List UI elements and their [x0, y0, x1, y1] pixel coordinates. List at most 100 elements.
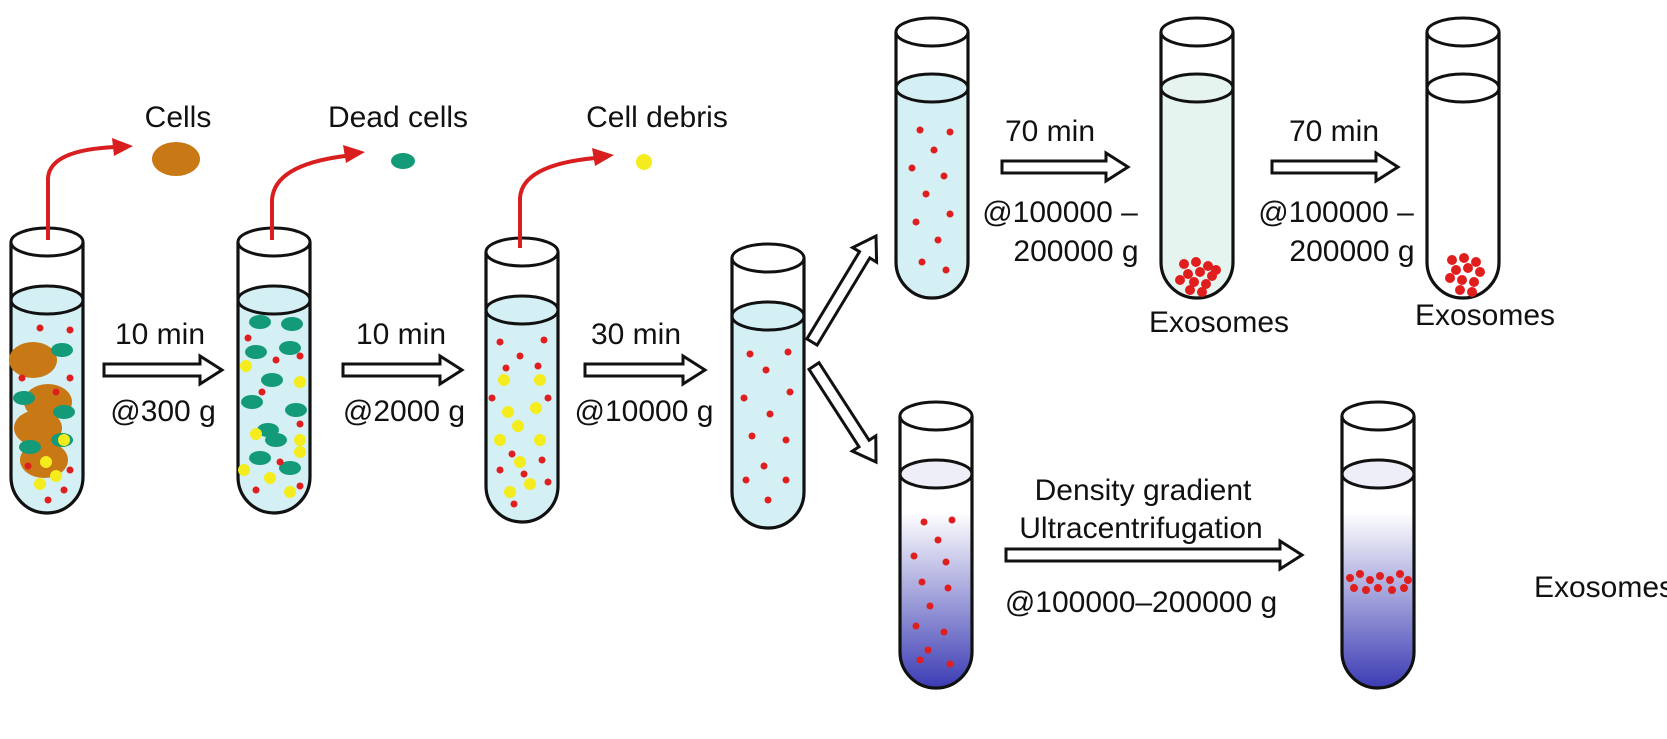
exosome-dot: [934, 536, 942, 544]
exosome-dot: [66, 466, 74, 474]
process-arrow-step3: [583, 353, 708, 387]
exosome-band-dot: [1350, 584, 1358, 592]
step5-force-line1: @100000 –: [1258, 196, 1414, 229]
branch-arrow-up: [804, 233, 879, 348]
exosome-dot: [908, 164, 916, 172]
step2-time: 10 min: [356, 318, 446, 351]
exosome-pellet-dot: [1445, 273, 1455, 283]
red-arrowhead: [112, 138, 133, 156]
tube-exosome-pellet-1: [1159, 16, 1235, 300]
exosome-pellet-dot: [1463, 263, 1473, 273]
dead-cell-particle: [245, 345, 267, 359]
exosome-dot: [922, 190, 930, 198]
tube-cell-suspension: [9, 226, 85, 515]
exosome-dot: [24, 462, 32, 470]
dead-cell-particle: [279, 341, 301, 355]
exosome-dot: [296, 420, 304, 428]
debris-particle: [240, 360, 252, 372]
debris-particle: [524, 478, 536, 490]
red-curved-arrow: [270, 154, 346, 240]
tube-exosome-pellet-2: [1425, 16, 1501, 300]
step1-time: 10 min: [115, 318, 205, 351]
fluid-surface: [9, 284, 85, 316]
exosome-band-dot: [1356, 570, 1364, 578]
tube-outline: [1340, 416, 1416, 690]
exosome-pellet-dot: [1467, 287, 1477, 297]
tube-fluid: [486, 310, 558, 522]
exosome-dot: [762, 366, 770, 374]
tube-rim: [894, 16, 970, 48]
fluid-surface: [1425, 72, 1501, 104]
tube-fluid: [1427, 88, 1499, 298]
label-exosomes-2: Exosomes: [1415, 299, 1555, 332]
step3-force: @10000 g: [575, 395, 714, 428]
exosome-dot: [786, 388, 794, 396]
exosome-dot: [540, 336, 548, 344]
exosome-dot: [496, 466, 504, 474]
debris-particle: [238, 464, 250, 476]
tube-fluid: [1161, 88, 1233, 298]
fluid-surface: [1340, 458, 1416, 490]
step4-time: 70 min: [1005, 115, 1095, 148]
exosome-dot: [66, 326, 74, 334]
exosome-dot: [44, 496, 52, 504]
tube-supernatant-upper: [894, 16, 970, 300]
exosome-band-dot: [1396, 570, 1404, 578]
exosome-dot: [948, 516, 956, 524]
exosome-dot: [910, 552, 918, 560]
process-arrows: [102, 150, 1401, 572]
exosome-dot: [766, 410, 774, 418]
step4-force-line2: 200000 g: [1013, 235, 1138, 268]
red-curved-arrow: [518, 156, 596, 248]
exosome-pellet-dot: [1451, 265, 1461, 275]
debris-particle: [494, 434, 506, 446]
exosome-dot: [276, 458, 284, 466]
step5-time: 70 min: [1289, 115, 1379, 148]
debris-particle: [40, 456, 52, 468]
exosome-dot: [60, 486, 68, 494]
tube-density-gradient-start: [898, 400, 974, 690]
removal-arrow-cells: [46, 138, 200, 240]
exosome-pellet-dot: [1447, 255, 1457, 265]
fluid-surface: [894, 72, 970, 104]
fluid-surface: [236, 284, 312, 316]
label-cells: Cells: [145, 101, 212, 134]
dead-cell-particle: [51, 343, 73, 357]
step1-force: @300 g: [110, 395, 216, 428]
dead-cell-particle: [281, 317, 303, 331]
exosome-pellet-dot: [1469, 277, 1479, 287]
debris-particle: [512, 420, 524, 432]
debris-particle: [530, 402, 542, 414]
debris-particle: [250, 428, 262, 440]
exosome-dot: [912, 218, 920, 226]
label-exosomes-3: Exosomes: [1534, 571, 1667, 604]
exosome-pellet-dot: [1179, 259, 1189, 269]
exosome-dot: [916, 656, 924, 664]
tube-outline: [484, 252, 560, 524]
debris-particle: [294, 434, 306, 446]
exosome-band-dot: [1374, 584, 1382, 592]
debris-particle: [294, 376, 306, 388]
exosome-dot: [36, 324, 44, 332]
tube-outline: [9, 242, 85, 515]
exosome-band-dot: [1386, 576, 1394, 584]
removed-dead-cell-particle: [391, 153, 415, 169]
tube-fluid: [732, 316, 804, 528]
exosome-dot: [920, 518, 928, 526]
exosome-dot: [740, 394, 748, 402]
exosome-band-dot: [1362, 586, 1370, 594]
exosome-dot: [520, 470, 528, 478]
exosome-dot: [296, 482, 304, 490]
exosome-pellet-dot: [1189, 277, 1199, 287]
step6-line1: Density gradient: [1035, 474, 1252, 507]
exosome-dot: [944, 584, 952, 592]
debris-particle: [34, 478, 46, 490]
exosome-dot: [946, 128, 954, 136]
tube-fluid: [896, 88, 968, 298]
process-arrow-step1: [102, 353, 225, 387]
exosome-dot: [918, 258, 926, 266]
dead-cell-particle: [279, 461, 301, 475]
debris-particle: [58, 434, 70, 446]
exosome-dot: [912, 622, 920, 630]
